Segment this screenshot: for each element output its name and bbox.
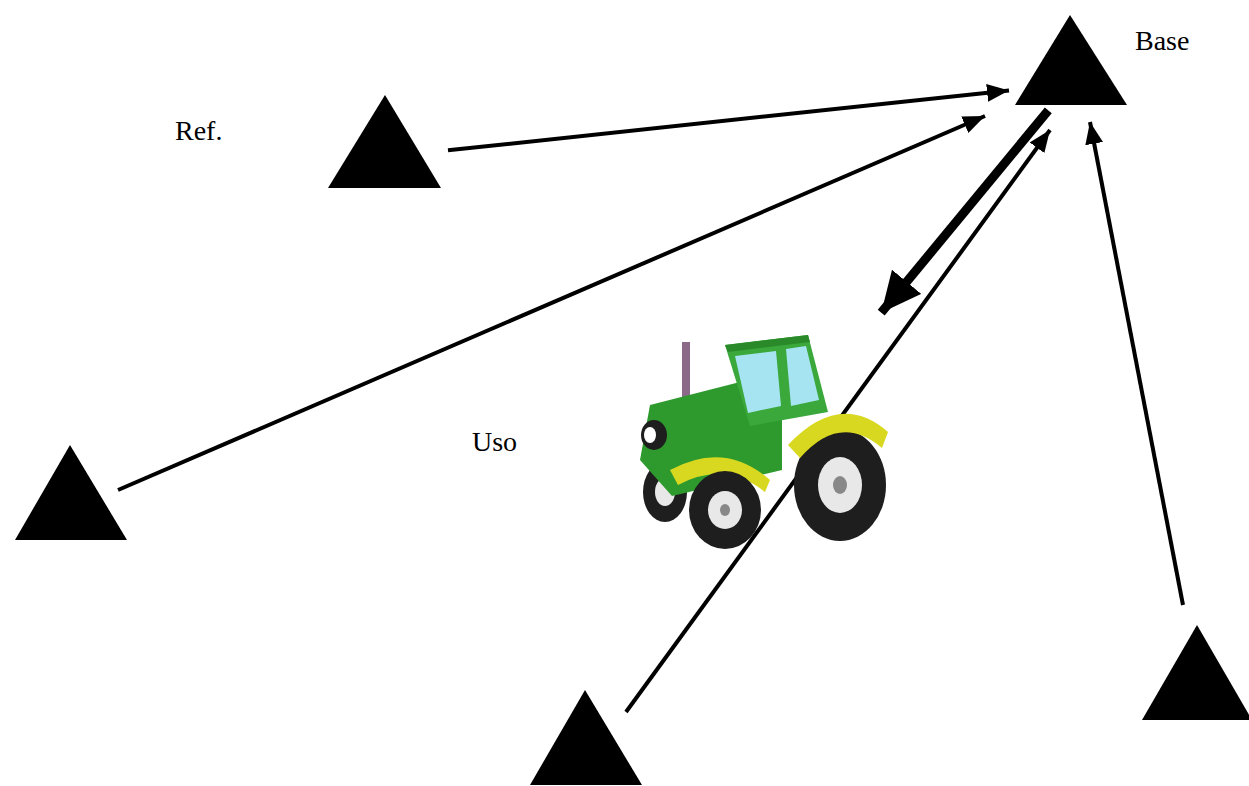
user-tractor: Uso: [465, 315, 895, 555]
node-label: Ref.: [175, 114, 222, 148]
data-arrow: [1090, 122, 1183, 605]
station-triangle: [530, 690, 642, 785]
node-outline: [465, 315, 895, 555]
correction-link: [881, 110, 1048, 312]
data-arrow: [626, 130, 1050, 712]
node-label: Uso: [472, 425, 517, 459]
node-outline: [1012, 12, 1242, 108]
node-label: Base: [1135, 24, 1189, 58]
station-triangle: [15, 445, 127, 540]
reference-station: Ref.: [170, 90, 445, 190]
station-triangle: [1142, 625, 1249, 720]
reference-link: [448, 90, 1009, 150]
base-station: Base: [1012, 12, 1242, 108]
